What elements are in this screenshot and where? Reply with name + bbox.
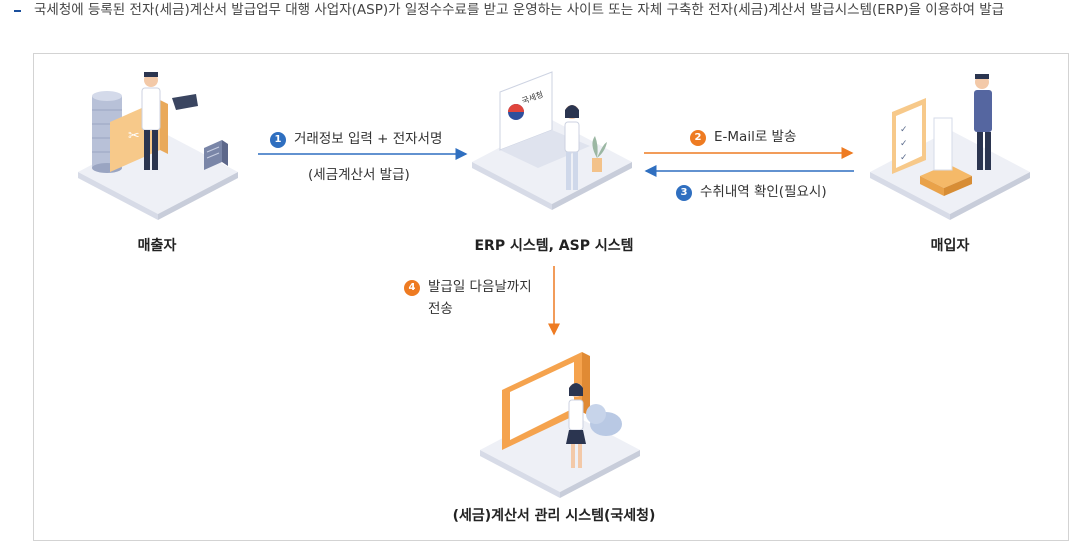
intro-description: 국세청에 등록된 전자(세금)계산서 발급업무 대행 사업자(ASP)가 일정수… — [34, 2, 1005, 18]
seller-person-icon — [141, 72, 198, 170]
buyer-label: 매입자 — [930, 238, 970, 254]
bullet-dash — [14, 10, 21, 12]
laptop-icon: 국세청 — [499, 71, 590, 168]
svg-text:✂: ✂ — [128, 128, 140, 144]
intro-text: 국세청에 등록된 전자(세금)계산서 발급업무 대행 사업자(ASP)가 일정수… — [14, 0, 1074, 21]
step-4-badge: 4 — [404, 280, 420, 296]
svg-text:✓: ✓ — [900, 125, 908, 135]
box-stack-icon — [920, 117, 972, 196]
buyer-illustration: ✓ ✓ ✓ — [870, 74, 1030, 220]
clipboard-checklist-icon: ✓ ✓ ✓ — [892, 98, 926, 174]
seller-label: 매출자 — [137, 238, 177, 254]
svg-text:✓: ✓ — [900, 153, 908, 163]
step-1-badge: 1 — [270, 132, 286, 148]
step-4: 4 발급일 다음날까지 전송 — [404, 276, 532, 320]
plant-icon — [592, 136, 607, 172]
system-illustration: 국세청 — [472, 71, 632, 210]
step-4-line1: 발급일 다음날까지 — [428, 279, 532, 295]
buyer-person-icon — [974, 74, 992, 170]
nts-illustration — [480, 352, 640, 498]
large-monitor-icon — [502, 352, 590, 450]
step-3-badge: 3 — [676, 185, 692, 201]
step-2: 2 E-Mail로 발송 — [690, 125, 796, 146]
korea-emblem-icon — [508, 104, 524, 120]
seller-illustration: ✂ — [78, 72, 238, 220]
step-2-text: E-Mail로 발송 — [714, 129, 797, 145]
step-1: 1 거래정보 입력 + 전자서명 — [270, 127, 442, 148]
system-person-icon — [564, 105, 580, 190]
nts-person-icon — [566, 383, 586, 468]
nts-system-label: (세금)계산서 관리 시스템(국세청) — [452, 508, 656, 524]
step-1-text: 거래정보 입력 + 전자서명 — [294, 131, 443, 147]
svg-text:✓: ✓ — [900, 139, 908, 149]
step-1-subtext: (세금계산서 발급) — [308, 167, 410, 183]
step-3: 3 수취내역 확인(필요시) — [676, 180, 827, 201]
cloud-icon — [586, 404, 622, 436]
system-label: ERP 시스템, ASP 시스템 — [474, 238, 634, 254]
step-4-line2: 전송 — [428, 301, 453, 317]
step-3-text: 수취내역 확인(필요시) — [700, 184, 827, 200]
flow-diagram-frame — [33, 53, 1069, 541]
step-2-badge: 2 — [690, 130, 706, 146]
server-box-icon — [204, 140, 228, 170]
